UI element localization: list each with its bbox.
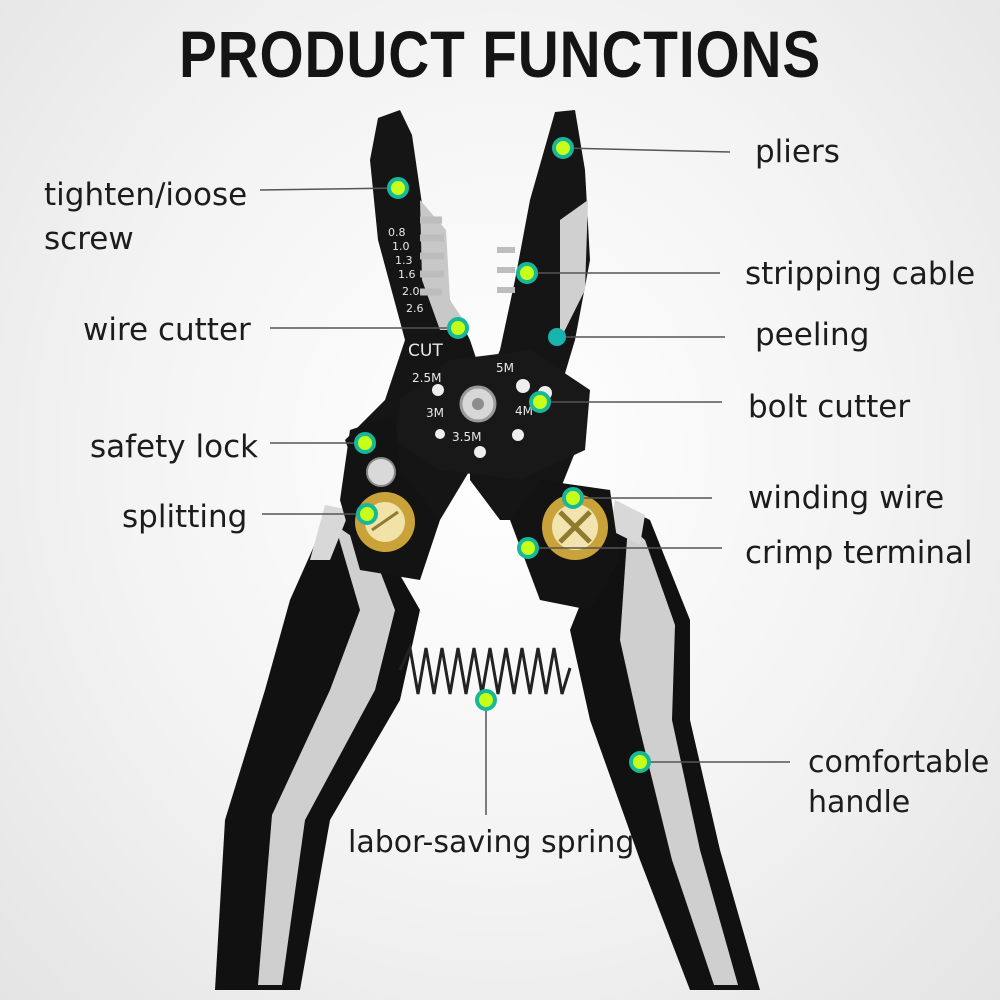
label-pliers: pliers [755, 134, 840, 170]
marker-crimp-terminal [517, 537, 539, 559]
spring [398, 642, 572, 695]
bolt-size-label: 3.5M [452, 430, 481, 444]
bolt-size-label: 3M [426, 406, 444, 420]
gauge-label: 0.8 [388, 226, 406, 239]
marker-tighten-screw [387, 177, 409, 199]
markers [354, 137, 651, 773]
label-tighten-line2: screw [44, 221, 134, 257]
leader-line [562, 147, 731, 153]
marker-pliers [552, 137, 574, 159]
marker-stripping-cable [516, 262, 538, 284]
label-safety-lock: safety lock [90, 429, 259, 465]
marker-bolt-cutter [529, 391, 551, 413]
label-tighten-line1: tighten/ioose [44, 177, 248, 213]
bolt-size-markings: 2.5M 3M 3.5M 4M 5M [412, 361, 533, 444]
right-handle [570, 500, 760, 990]
marker-peeling [548, 328, 566, 346]
label-comfortable-line1: comfortable [808, 745, 990, 780]
gauge-markings: 0.8 1.0 1.3 1.6 2.0 2.6 [388, 226, 424, 315]
left-handle [215, 505, 420, 990]
bolt-size-label: 5M [496, 361, 514, 375]
gauge-label: 1.6 [398, 268, 416, 281]
marker-splitting [356, 503, 378, 525]
leader-line [259, 187, 399, 191]
right-brass-ring [542, 494, 608, 560]
label-crimp-terminal: crimp terminal [745, 535, 973, 571]
label-winding-wire: winding wire [748, 480, 945, 516]
gauge-label: 2.6 [406, 302, 424, 315]
marker-comfortable-handle [629, 751, 651, 773]
label-stripping-cable: stripping cable [745, 256, 976, 292]
label-wire-cutter: wire cutter [83, 312, 251, 348]
marker-wire-cutter [447, 317, 469, 339]
leader-lines [259, 147, 790, 815]
gauge-label: 1.0 [392, 240, 410, 253]
marker-winding-wire [562, 487, 584, 509]
label-splitting: splitting [122, 499, 248, 535]
label-labor-saving-spring: labor-saving spring [348, 825, 635, 860]
label-peeling: peeling [755, 317, 870, 353]
gauge-label: 1.3 [395, 254, 413, 267]
marker-safety-lock [354, 432, 376, 454]
cut-marking: CUT [408, 341, 443, 361]
bolt-size-label: 4M [515, 404, 533, 418]
page-title: PRODUCT FUNCTIONS [178, 17, 822, 91]
marker-labor-saving-spring [475, 689, 497, 711]
bolt-size-label: 2.5M [412, 371, 441, 385]
label-comfortable-line2: handle [808, 785, 911, 820]
label-bolt-cutter: bolt cutter [748, 389, 911, 425]
gauge-label: 2.0 [402, 285, 420, 298]
